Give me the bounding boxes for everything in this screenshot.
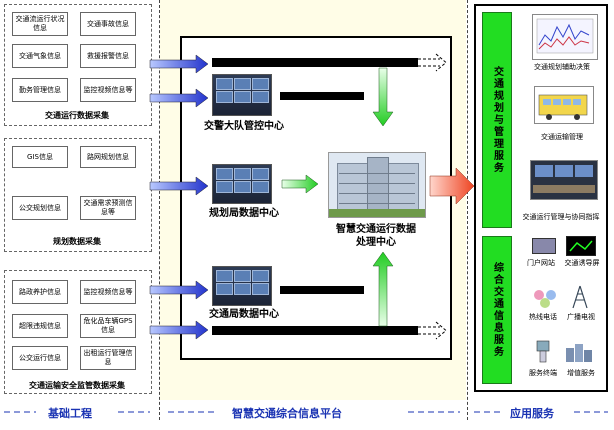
green-arrow-up xyxy=(372,251,394,327)
gis-info: GIS信息 xyxy=(12,146,68,168)
transport-management-image xyxy=(534,86,594,124)
green-arrow-right xyxy=(281,174,319,194)
processing-center-line1: 智慧交通运行数据 xyxy=(336,224,416,235)
hazmat-gps-info: 危化品车辆GPS信息 xyxy=(80,314,136,338)
road-network-plan-info: 路网规划信息 xyxy=(80,146,136,168)
broadcast-tower-icon xyxy=(570,284,590,310)
blue-arrow-5 xyxy=(149,320,209,340)
hotline-icon xyxy=(532,288,558,310)
footer-application-services: 应用服务 xyxy=(510,407,554,420)
red-arrow-to-services xyxy=(429,167,475,205)
info-item-value-added: 增值服务 xyxy=(567,369,595,377)
info-item-guidance: 交通诱导屏 xyxy=(564,259,600,267)
transport-monitor xyxy=(212,266,272,306)
portal-website-icon xyxy=(532,238,556,254)
footer-basic-engineering: 基础工程 xyxy=(48,407,92,420)
blue-arrow-4 xyxy=(149,280,209,300)
road-maintenance-info: 路政养护信息 xyxy=(12,280,68,304)
traffic-accident-info: 交通事故信息 xyxy=(80,12,136,36)
dashed-arrow-bottom xyxy=(418,321,447,340)
taxi-operation-info: 出租运行管理信息 xyxy=(80,346,136,370)
info-service-box: 综合交通信息服务 xyxy=(482,236,512,384)
blue-arrow-2 xyxy=(149,88,209,108)
info-item-terminal: 服务终端 xyxy=(529,369,557,377)
separator-left xyxy=(159,0,160,420)
overlimit-violation-info: 超限违规信息 xyxy=(12,314,68,338)
info-item-broadcast: 广播电视 xyxy=(567,313,595,321)
bus-plan-info: 公交规划信息 xyxy=(12,196,68,220)
footer-platform: 智慧交通综合信息平台 xyxy=(232,407,342,420)
bus-bar-bottom xyxy=(212,326,418,335)
command-center-image xyxy=(530,160,598,200)
rescue-alarm-info: 救援报警信息 xyxy=(80,44,136,68)
bus-bar-police xyxy=(280,92,364,100)
planning-decision-chart xyxy=(532,14,598,60)
management-item-transport: 交通运输管理 xyxy=(541,133,583,141)
blue-arrow-3 xyxy=(149,176,209,196)
bus-bar-transport xyxy=(280,286,364,294)
traffic-weather-info: 交通气象信息 xyxy=(12,44,68,68)
traffic-police-monitor xyxy=(212,74,272,116)
transport-center-label: 交通局数据中心 xyxy=(209,309,279,320)
video-monitor-info: 监控视频信息等 xyxy=(80,78,136,102)
planning-group-title: 规划数据采集 xyxy=(53,237,101,246)
bus-bar-top xyxy=(212,58,418,67)
blue-arrow-1 xyxy=(149,54,209,74)
demand-forecast-info: 交通需求预测信息等 xyxy=(80,196,136,220)
management-item-command: 交通运行管理与协同指挥 xyxy=(522,213,600,221)
separator-right xyxy=(467,0,468,420)
value-added-icon xyxy=(564,340,594,364)
management-service-box: 交通规划与管理服务 xyxy=(482,12,512,228)
management-item-decision: 交通规划辅助决策 xyxy=(534,63,590,71)
duty-management-info: 勤务管理信息 xyxy=(12,78,68,102)
data-center-building xyxy=(328,152,426,218)
planning-monitor xyxy=(212,164,272,204)
bus-operation-info: 公交运行信息 xyxy=(12,346,68,370)
info-item-portal: 门户网站 xyxy=(527,259,555,267)
traffic-flow-info: 交通流运行状况信息 xyxy=(12,12,68,36)
dashed-arrow-top xyxy=(418,53,447,72)
green-arrow-down xyxy=(372,67,394,127)
processing-center-line2: 处理中心 xyxy=(356,237,396,248)
guidance-screen-icon xyxy=(566,236,596,256)
service-terminal-icon xyxy=(534,340,552,364)
traffic-group-title: 交通运行数据采集 xyxy=(45,111,109,120)
planning-center-label: 规划局数据中心 xyxy=(209,208,279,219)
traffic-police-center-label: 交警大队管控中心 xyxy=(204,121,284,132)
info-item-hotline: 热线电话 xyxy=(529,313,557,321)
safety-group-title: 交通运输安全监管数据采集 xyxy=(29,381,125,390)
video-monitor-info-2: 监控视频信息等 xyxy=(80,280,136,304)
